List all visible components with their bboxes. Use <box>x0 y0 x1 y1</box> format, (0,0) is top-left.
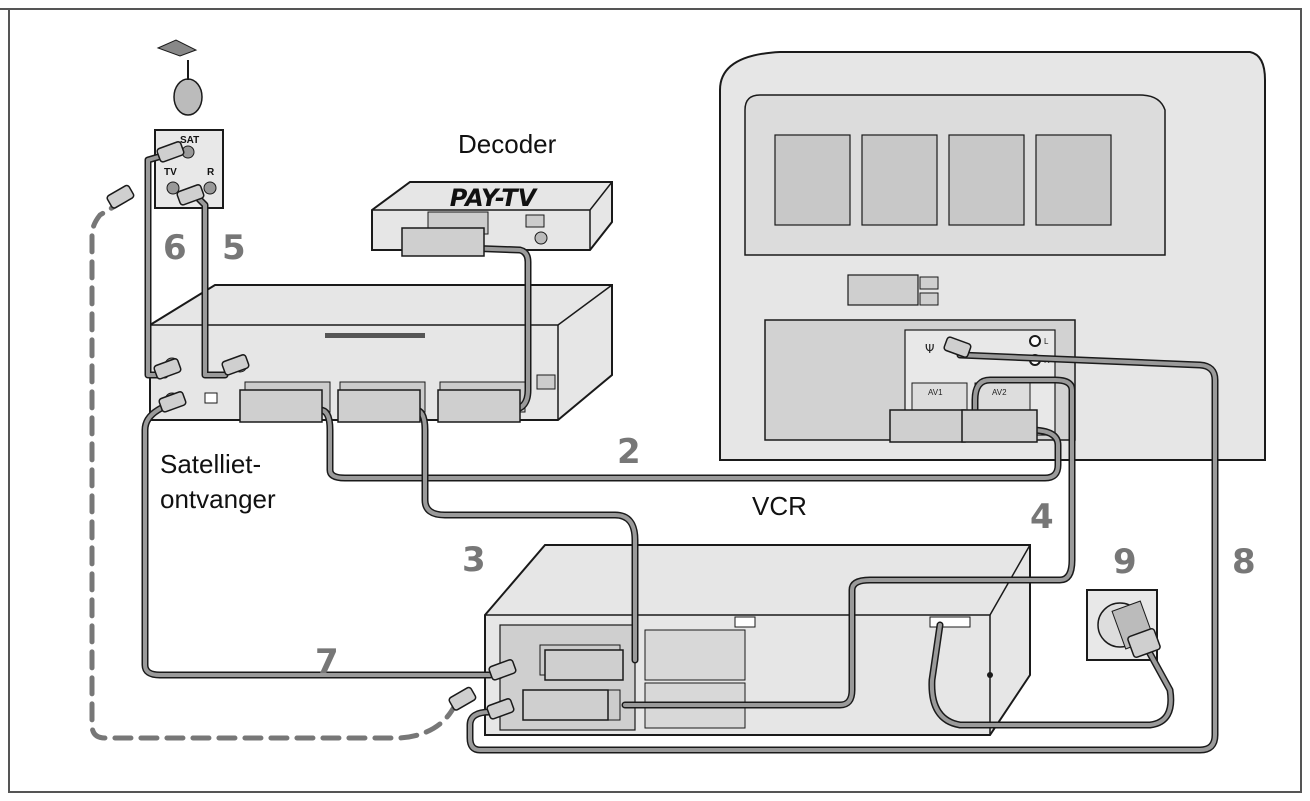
wall-socket-r-label: R <box>207 167 215 178</box>
cable-number-7: 6 <box>163 228 187 268</box>
satellite-dish-icon <box>156 39 203 116</box>
cable-number-9: 9 <box>1113 542 1137 582</box>
svg-text:Ψ: Ψ <box>925 342 934 356</box>
television: L R Ψ AV1 AV2 <box>719 51 1266 461</box>
satellite-receiver-label-line2: ontvanger <box>160 484 276 514</box>
tv-av1-label: AV1 <box>928 388 943 397</box>
cable-number-2: 2 <box>617 432 641 472</box>
tv-av2-label: AV2 <box>992 388 1007 397</box>
wall-socket-tv-label: TV <box>164 167 177 178</box>
cable-number-3: 3 <box>462 540 486 580</box>
svg-text:L: L <box>1044 337 1049 346</box>
cable-number-6: 7 <box>315 642 339 682</box>
vcr-label: VCR <box>752 491 807 521</box>
pay-tv-label: PAY-TV <box>450 184 539 212</box>
wall-socket-sat-label: SAT <box>180 135 199 146</box>
satellite-receiver-label-line1: Satelliet- <box>160 449 262 479</box>
cable-number-4: 4 <box>1030 497 1054 537</box>
cable-plugs <box>106 141 1161 721</box>
cable-number-5: 5 <box>222 228 246 268</box>
decoder-label: Decoder <box>458 129 557 159</box>
tv-vent-grille <box>774 134 1112 226</box>
cable-number-8: 8 <box>1232 542 1256 582</box>
